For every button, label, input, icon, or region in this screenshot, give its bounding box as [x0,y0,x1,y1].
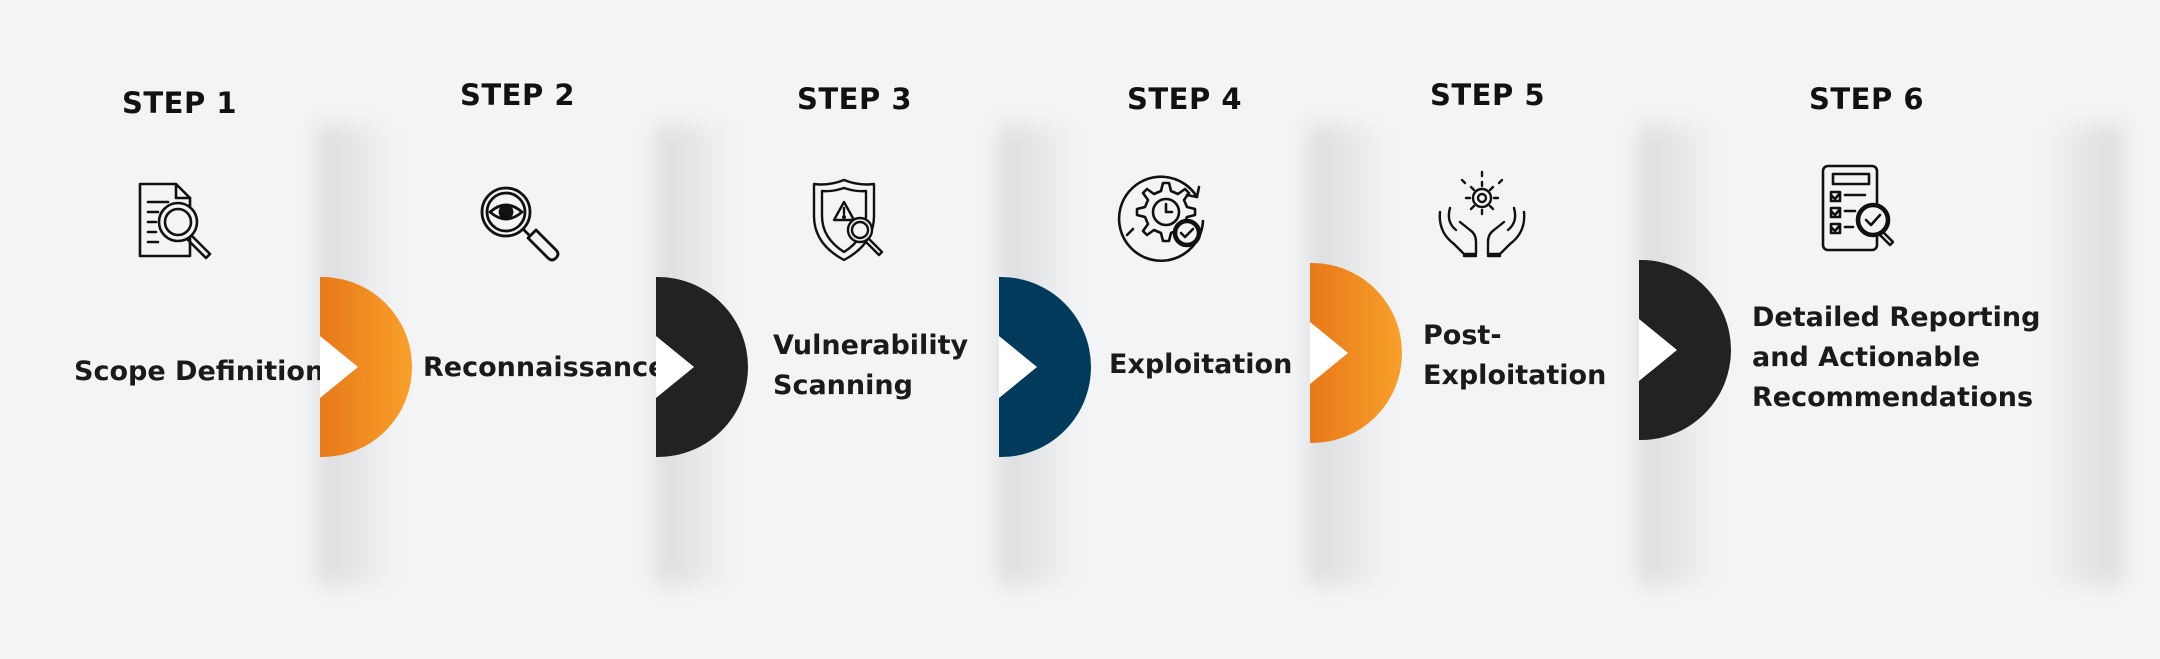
step-3-title-line: Vulnerability [773,330,969,361]
panel-shadow [2042,125,2122,585]
step-1-title: Scope Definition [74,352,324,392]
arrow-right-icon [1639,319,1677,381]
shield-warning-icon [804,172,904,272]
step-1-connector [320,277,412,457]
arrow-right-icon [320,336,358,398]
step-2-label: STEP 2 [460,78,576,112]
arrow-right-icon [656,336,694,398]
step-3-label: STEP 3 [797,82,913,116]
step-6-title: Detailed Reporting and Actionable Recomm… [1752,298,2040,418]
step-2-title: Reconnaissance [423,348,666,388]
step-4-label: STEP 4 [1127,82,1243,116]
step-6-title-line: and Actionable [1752,342,1981,373]
gear-clock-check-icon [1115,165,1215,265]
step-1-title-line: Scope Definition [74,356,325,387]
arrow-right-icon [999,336,1037,398]
step-4-title-line: Exploitation [1109,349,1293,380]
step-6-title-line: Detailed Reporting [1752,302,2041,333]
step-5-title-line: Exploitation [1423,360,1607,391]
step-3-title-line: Scanning [773,370,913,401]
step-5-title: Post- Exploitation [1423,316,1606,396]
step-4-title: Exploitation [1109,345,1292,385]
step-5-label: STEP 5 [1430,78,1546,112]
report-checklist-icon [1813,160,1913,260]
eye-magnifier-icon [472,178,572,278]
step-6-label: STEP 6 [1809,82,1925,116]
step-1-label: STEP 1 [122,86,238,120]
step-6-title-line: Recommendations [1752,382,2034,413]
step-3-title: Vulnerability Scanning [773,326,968,406]
hands-gear-icon [1432,168,1532,268]
step-5-title-line: Post- [1423,320,1502,351]
document-search-icon [128,172,228,272]
arrow-right-icon [1310,322,1348,384]
step-2-title-line: Reconnaissance [423,352,667,383]
